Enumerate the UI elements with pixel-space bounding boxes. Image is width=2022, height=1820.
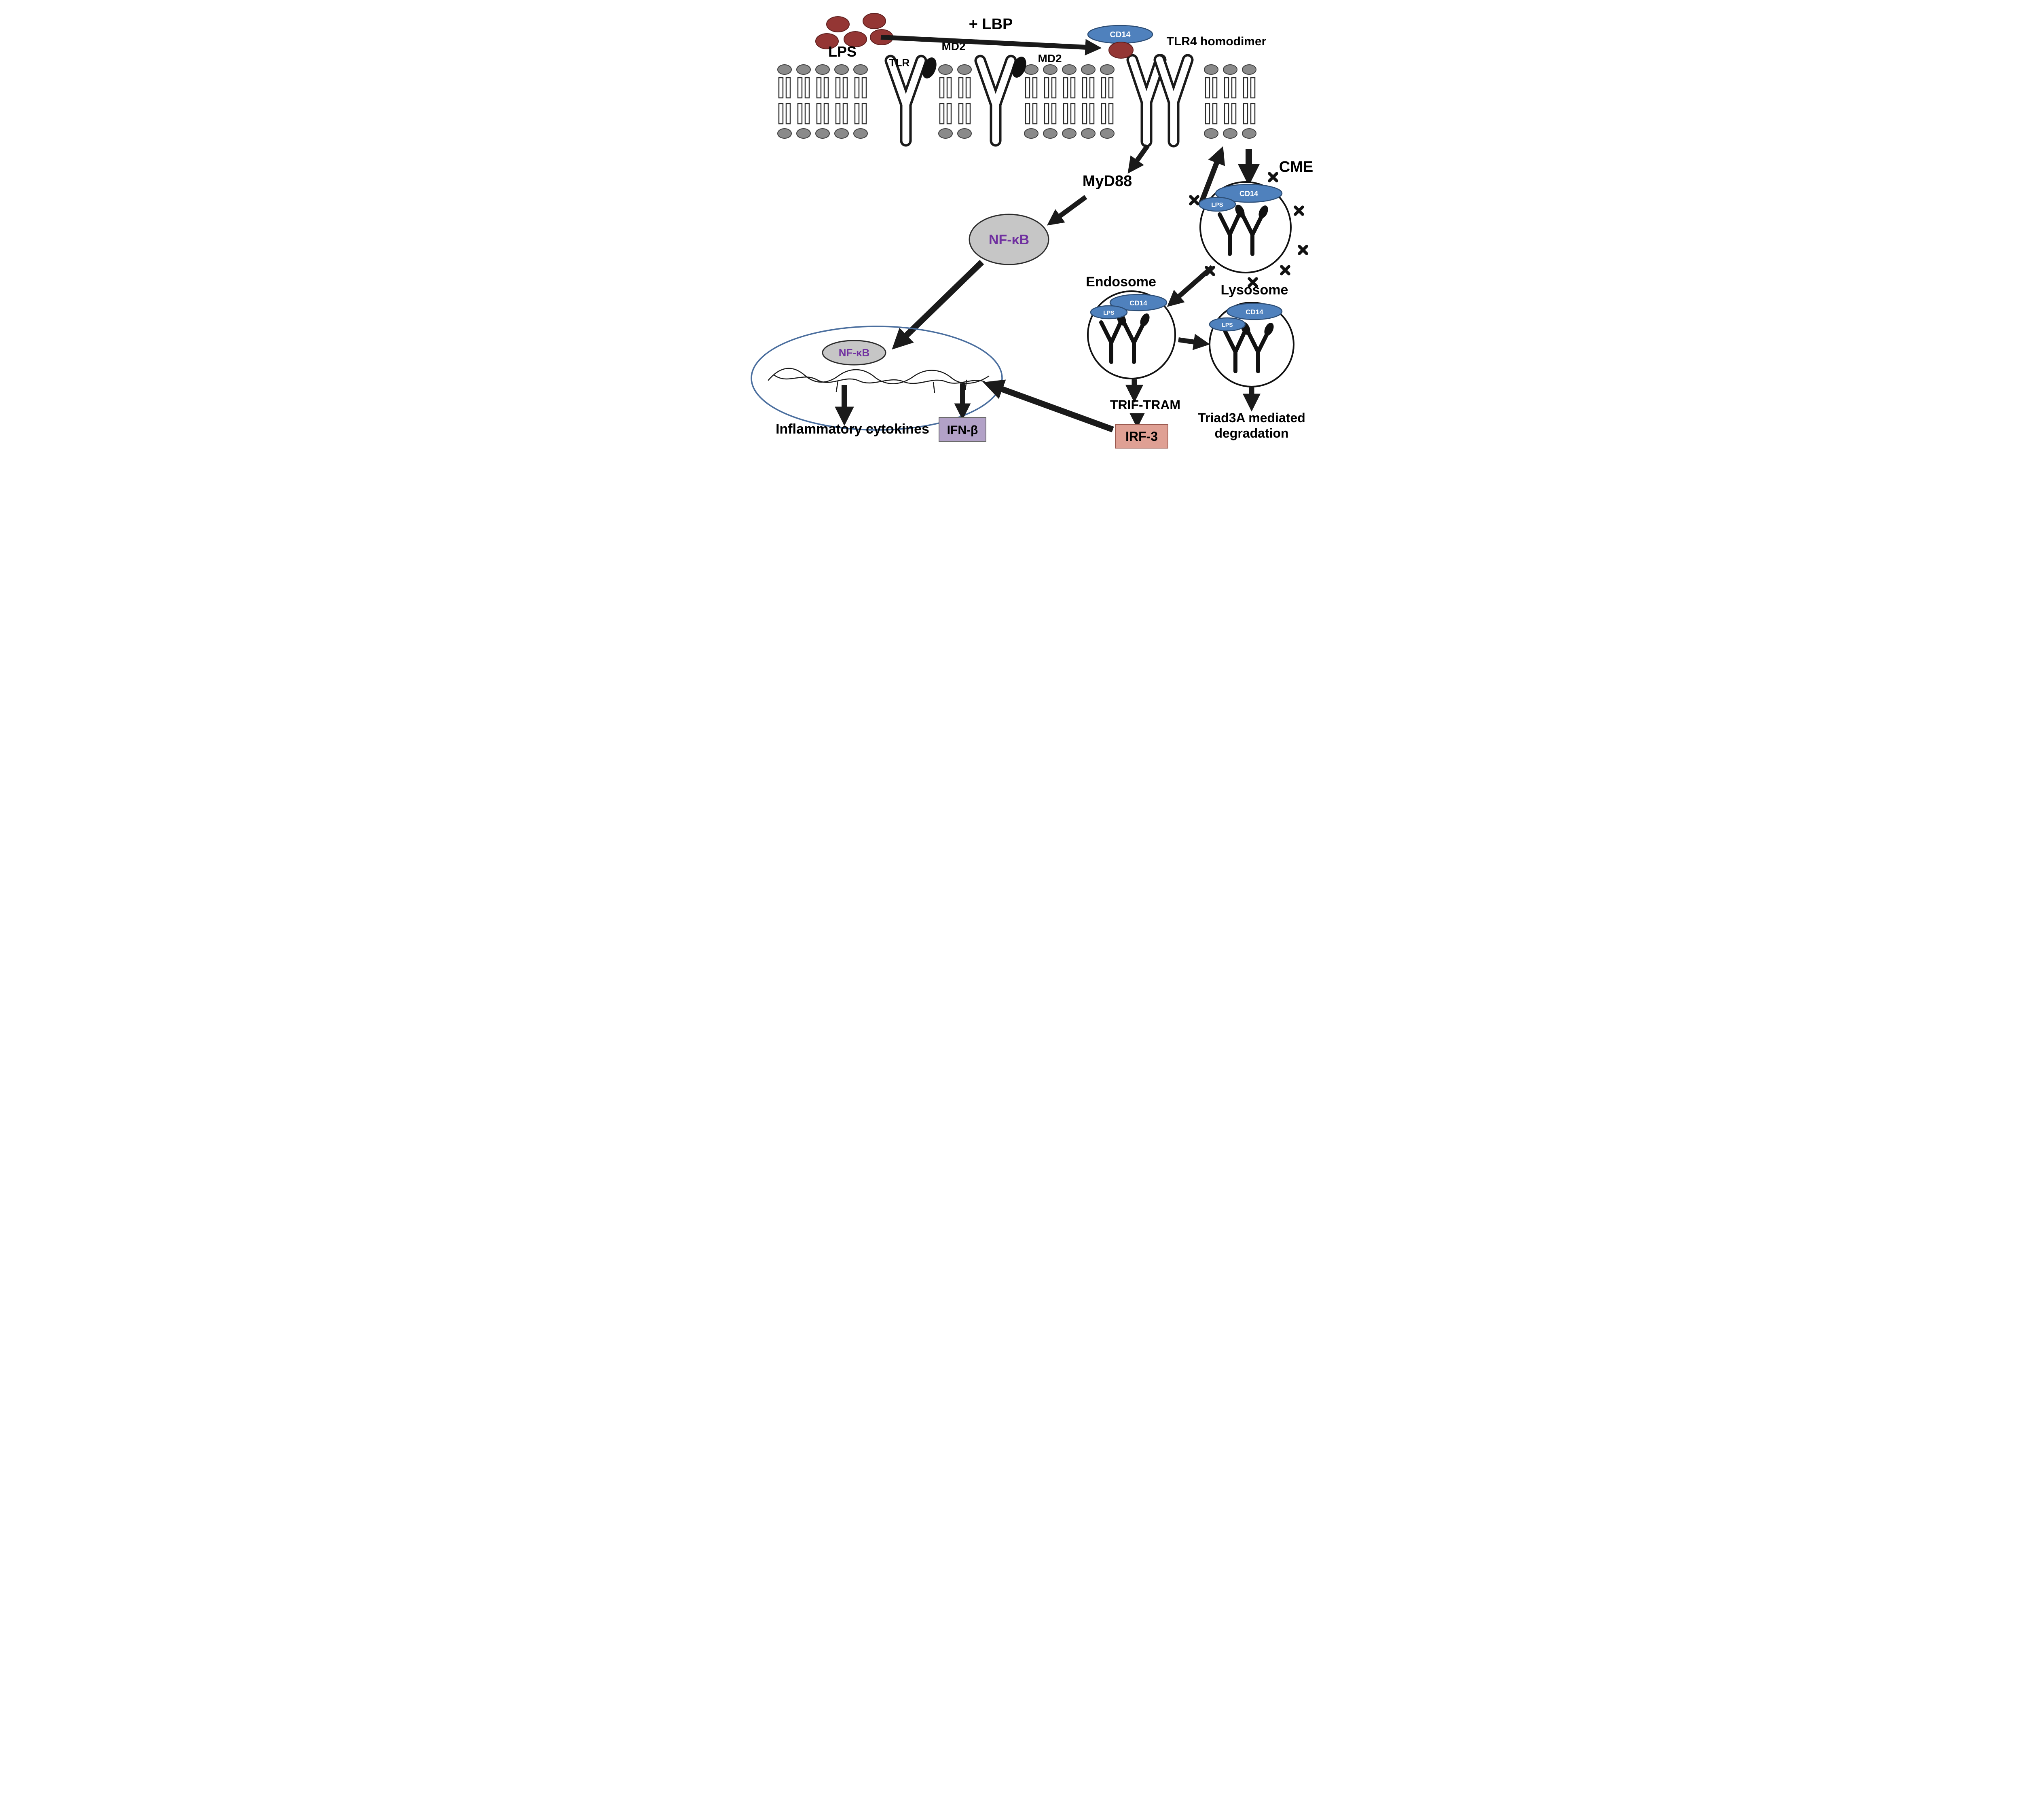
nuclear-nfkb-label: NF-κB [839,347,870,359]
lps-molecule [1090,305,1128,320]
lps-molecule [1209,317,1246,332]
endosome-cd14-label: CD14 [1129,299,1147,307]
lipid-column [1081,64,1096,139]
lipid-column [777,64,792,139]
lipid-column [1203,64,1219,139]
lps-label: LPS [828,43,857,60]
lps-molecule [826,16,850,32]
degradation-label-line1: Triad3A mediated [1198,411,1305,425]
arrow-irf3-to-nucleus [983,379,1114,433]
clathrin-x-mark [1191,197,1198,204]
clathrin-x-mark [1295,207,1303,214]
tlr4-signaling-diagram: TLR MD2 MD2 TLR4 homodimer LPS + LBP CD1… [708,0,1314,455]
dna-strand [768,368,990,384]
vesicle-cd14-label: CD14 [1239,190,1258,198]
lipid-column [1242,64,1257,139]
clathrin-x-mark [1299,246,1307,254]
lps-cluster [815,13,893,49]
lysosome-lps-label: LPS [1222,322,1233,328]
md2-protein [1012,57,1026,78]
dna-ticks [835,379,967,393]
lipid-column [957,64,972,139]
tlr-label: TLR [889,57,910,69]
endosome-label: Endosome [1086,274,1156,290]
arrow-endosome-to-lysosome [1178,334,1210,350]
lysosome: CD14 LPS [1209,302,1294,387]
irf3-label: IRF-3 [1125,429,1158,444]
arrow-myd88-to-nfkb [1047,195,1087,226]
cme-vesicle: CD14 LPS [1198,181,1292,273]
tlr4-homodimer-label: TLR4 homodimer [1167,35,1267,48]
lipid-column [1100,64,1115,139]
lipid-column [1024,64,1039,139]
degradation-label-line2: degradation [1214,426,1288,440]
ifn-beta-label: IFN-β [947,423,978,437]
endosome: CD14 LPS [1087,290,1176,379]
md2-protein [922,57,937,78]
cme-label: CME [1279,159,1313,176]
nfkb-label: NF-κB [989,232,1029,248]
nucleus: NF-κB [751,326,1003,431]
lipid-column [796,64,811,139]
lps-molecule [815,33,839,49]
lipid-column [938,64,953,139]
lps-molecule [1108,42,1134,59]
endosome-lps-label: LPS [1103,309,1114,316]
nucleus-envelope [751,326,1003,431]
lps-molecule [844,31,867,47]
cd14-label: CD14 [1110,30,1131,39]
lysosome-label: Lysosome [1221,282,1288,298]
lipid-column [815,64,830,139]
lipid-column [1223,64,1238,139]
lbp-arrow-label: + LBP [969,16,1013,33]
tlr-receptor-2 [974,55,1026,147]
lipid-column [1043,64,1058,139]
md2-label-right: MD2 [1038,52,1062,65]
arrow-recycling-to-membrane [1197,146,1225,207]
lipid-column [834,64,849,139]
tlr-receptor-1 [884,55,937,147]
cd14-protein [1226,303,1283,320]
lipid-column [853,64,868,139]
ifn-beta-box [939,417,986,442]
nuclear-nfkb-protein [822,340,886,366]
cd14-protein [1215,184,1283,203]
lysosome-cd14-label: CD14 [1246,308,1263,316]
arrow-tlr4-to-myd88 [1127,144,1150,174]
vesicle-lps-label: LPS [1211,201,1223,208]
irf3-box [1115,424,1168,449]
tlr4-homodimer [1126,54,1194,148]
myd88-label: MyD88 [1083,173,1132,190]
arrow-lps-to-cd14 [880,35,1102,56]
diagram-svg: TLR MD2 MD2 TLR4 homodimer LPS + LBP CD1… [751,13,1313,449]
trif-tram-label: TRIF-TRAM [1110,398,1180,412]
cd14-protein [1109,294,1168,311]
arrow-nfkb-to-nucleus [892,260,984,350]
inflammatory-cytokines-label: Inflammatory cytokines [776,421,929,437]
arrow-vesicle-to-endosome [1167,265,1214,307]
nfkb-protein [969,214,1049,265]
clathrin-x-mark [1282,267,1289,274]
lps-molecule [863,13,886,29]
cd14-lps-complex: CD14 [1087,25,1153,59]
lipid-column [1062,64,1077,139]
clathrin-x-mark [1269,174,1277,181]
dna-strand [774,375,986,384]
